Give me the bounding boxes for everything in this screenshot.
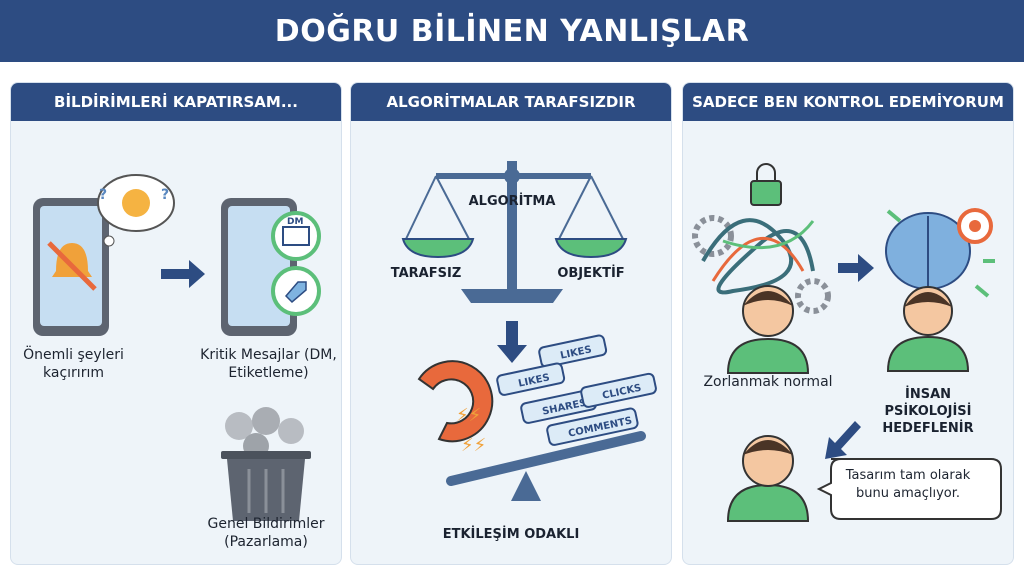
arrow-right-icon: [161, 260, 205, 288]
panel-title: ALGORİTMALAR TARAFSIZDIR: [351, 83, 671, 121]
notifications-illustration: ? ? DM: [33, 174, 321, 521]
speech-bubble: [816, 458, 1002, 520]
trash-can-icon: [221, 407, 311, 521]
panel-notifications: BİLDİRİMLERİ KAPATIRSAM... ? ? DM: [10, 82, 342, 565]
svg-text:⚡⚡: ⚡⚡: [461, 435, 486, 456]
tag-icon: [271, 266, 321, 316]
neutral-label: TARAFSIZ: [390, 266, 462, 281]
panel-control: SADECE BEN KONTROL EDEMİYORUM: [682, 82, 1014, 565]
svg-text:⚡⚡: ⚡⚡: [456, 405, 481, 426]
dm-envelope-icon: DM: [271, 211, 321, 261]
bubble-clicks: CLICKS: [580, 372, 657, 408]
panel-title: BİLDİRİMLERİ KAPATIRSAM...: [11, 83, 341, 121]
person-icon: [726, 435, 810, 522]
brain-target-icon: [885, 208, 995, 372]
panel-title: SADECE BEN KONTROL EDEMİYORUM: [683, 83, 1013, 121]
critical-messages-label: Kritik Mesajlar (DM, Etiketleme): [200, 347, 337, 381]
worried-thought-bubble-icon: ? ?: [97, 174, 175, 247]
arrow-right-icon: [838, 254, 874, 282]
stressed-person-icon: [692, 215, 831, 374]
phone-muted-bell-icon: [33, 198, 109, 336]
missing-important-label: Önemli şeyleri kaçırırım: [23, 347, 124, 381]
lock-icon: [750, 163, 782, 206]
algorithm-label: ALGORİTMA: [468, 194, 556, 209]
general-notifications-label: Genel Bildirimler (Pazarlama): [207, 516, 325, 550]
balance-scale-icon: [401, 161, 628, 303]
page-title: DOĞRU BİLİNEN YANLIŞLAR: [0, 0, 1024, 62]
svg-text:?: ?: [161, 187, 169, 203]
control-illustration: [692, 163, 1002, 522]
arrow-down-left-icon: [825, 421, 861, 459]
speech-text: Tasarım tam olarak bunu amaçlıyor.: [845, 468, 971, 501]
struggling-normal-label: Zorlanmak normal: [703, 374, 833, 390]
svg-text:?: ?: [99, 187, 107, 203]
dm-badge: DM: [287, 217, 303, 227]
arrow-down-icon: [497, 321, 527, 363]
bubble-likes: LIKES: [496, 362, 566, 396]
psychology-targeted-label: İNSAN PSİKOLOJİSİ HEDEFLENİR: [882, 387, 974, 436]
bubble-likes: LIKES: [538, 334, 608, 368]
seesaw-icon: [446, 431, 646, 501]
objective-label: OBJEKTİF: [557, 266, 625, 281]
engagement-focused-label: ETKİLEŞİM ODAKLI: [442, 527, 580, 542]
magnet-icon: ⚡⚡ ⚡⚡: [417, 360, 494, 456]
